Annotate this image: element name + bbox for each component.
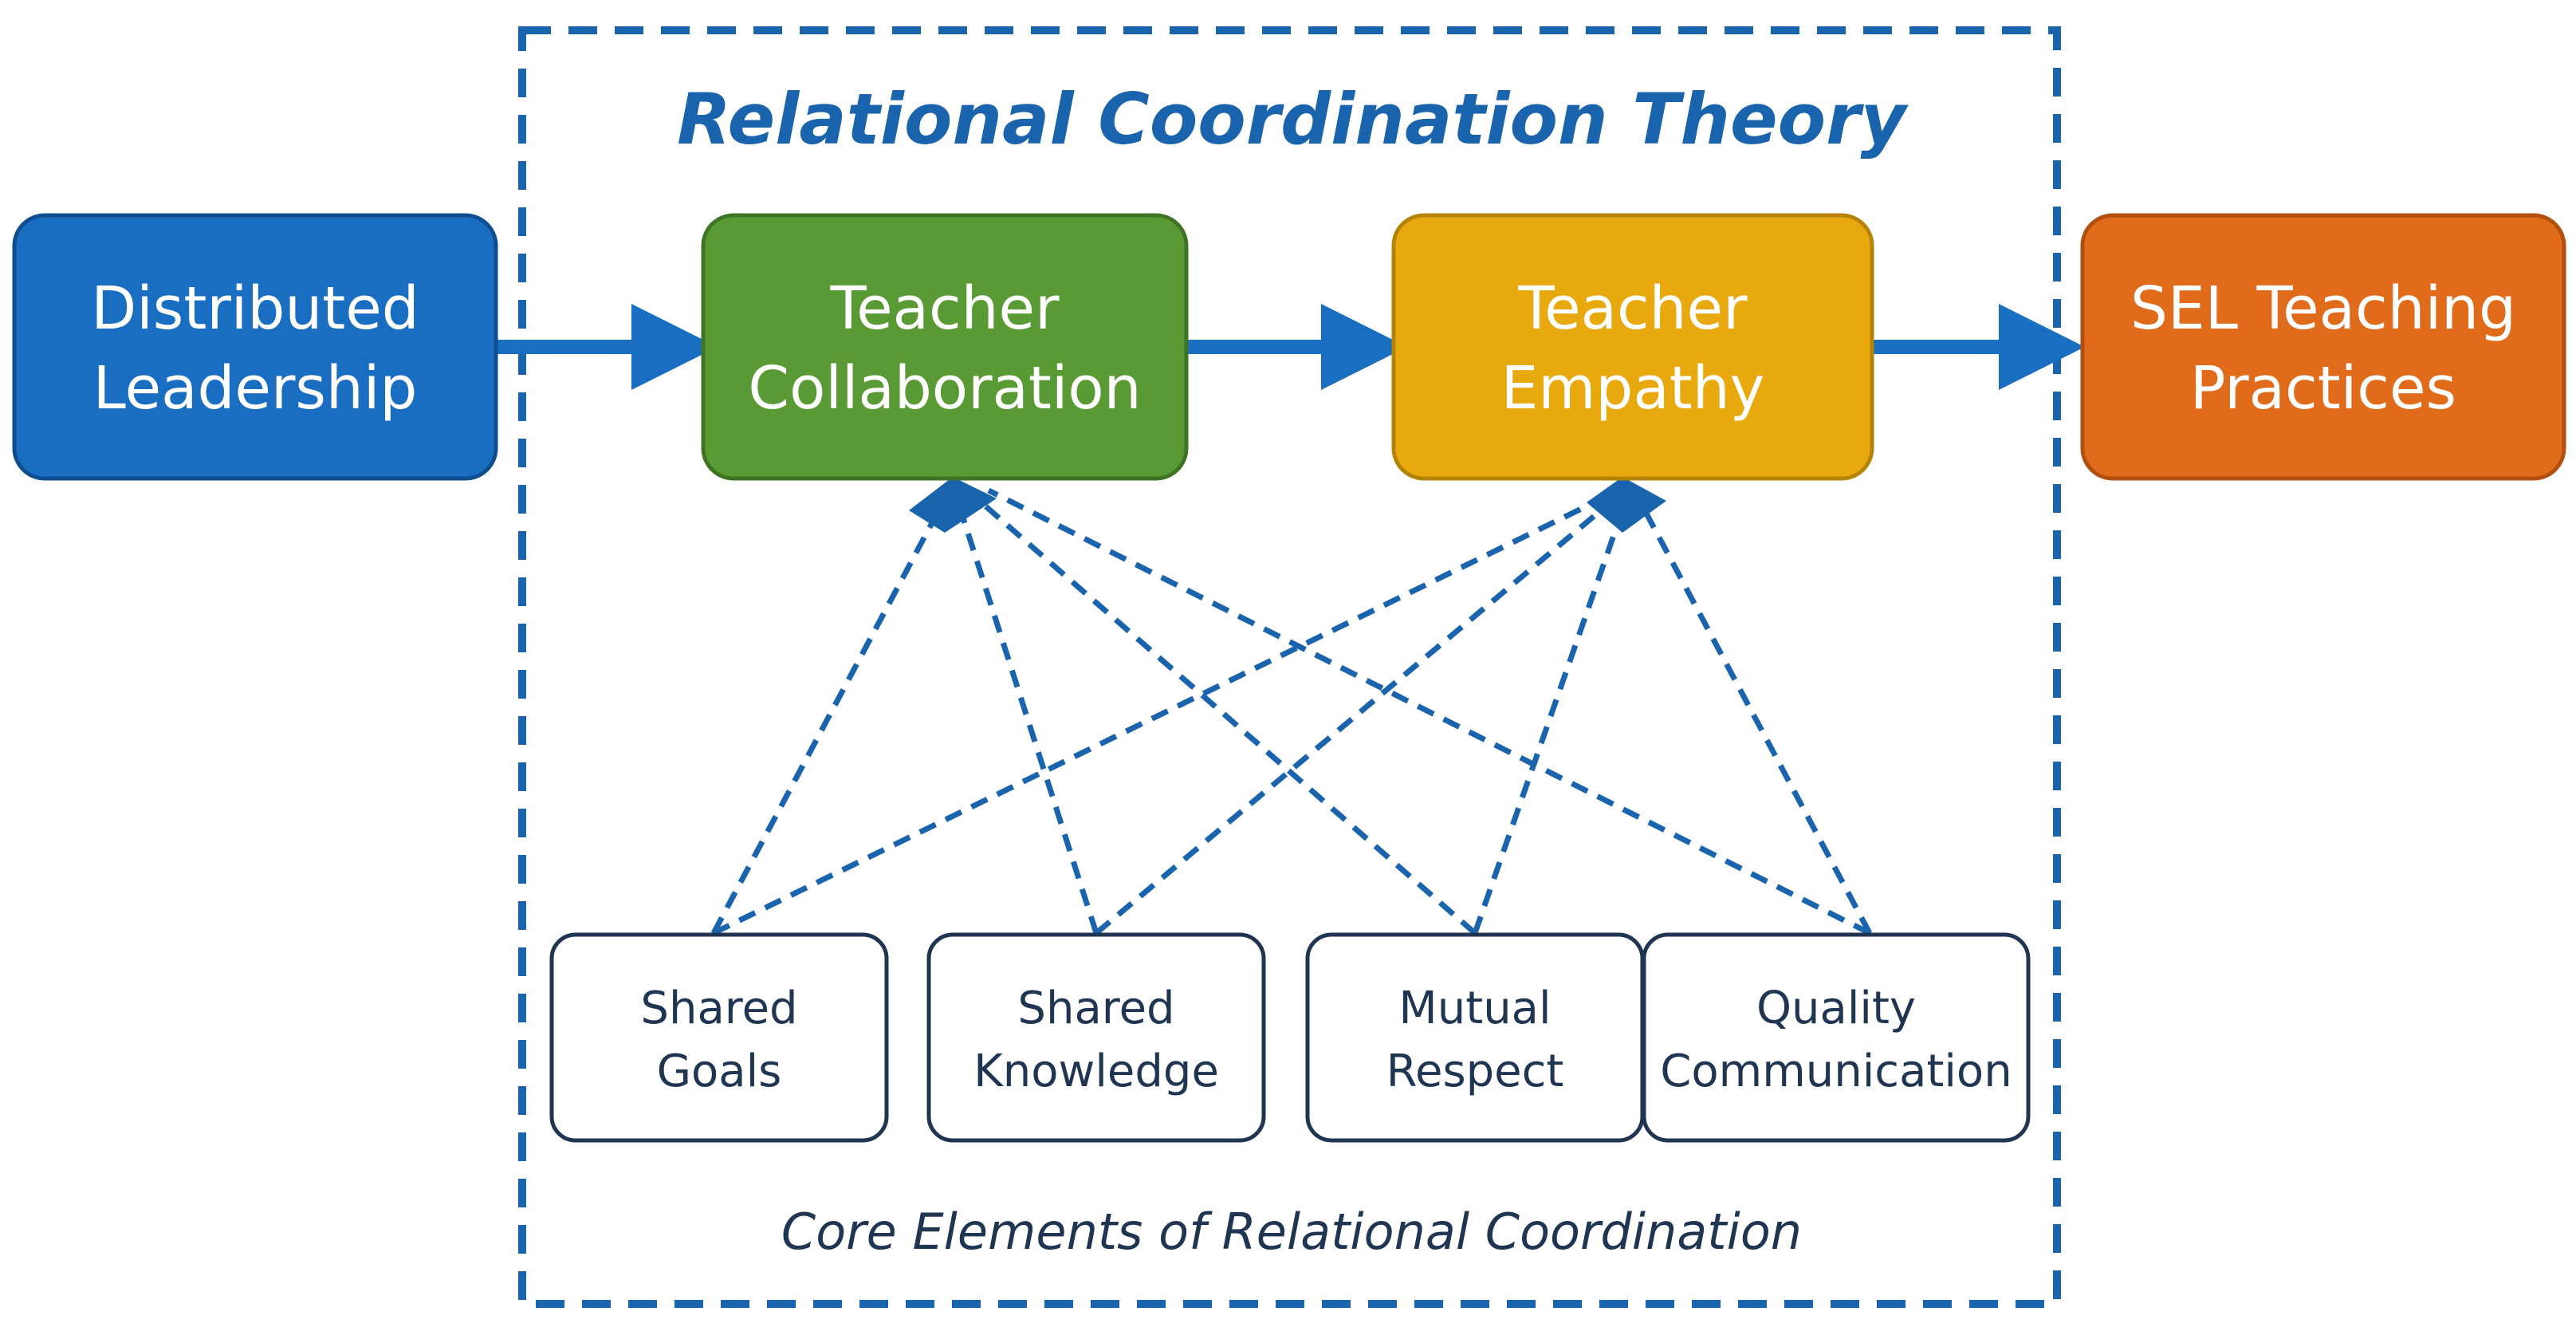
framework-caption: Core Elements of Relational Coordination	[781, 1203, 1802, 1261]
element-shared-knowledge-line1: Shared	[1017, 983, 1174, 1034]
node-teacher-empathy-line1: Teacher	[1517, 274, 1748, 343]
connector-respect-to-empathy	[1472, 509, 1626, 935]
node-sel-teaching-practices[interactable]: SEL Teaching Practices	[2080, 213, 2566, 481]
element-shared-knowledge[interactable]: Shared Knowledge	[926, 932, 1266, 1143]
element-mutual-respect[interactable]: Mutual Respect	[1305, 932, 1645, 1143]
node-distributed-leadership[interactable]: Distributed Leadership	[12, 213, 498, 481]
element-mutual-respect-box	[1305, 932, 1645, 1143]
element-shared-goals[interactable]: Shared Goals	[549, 932, 889, 1143]
element-quality-communication[interactable]: Quality Communication	[1642, 932, 2031, 1143]
collaboration-convergence-marker	[909, 477, 997, 533]
framework-boundary	[518, 26, 2061, 1308]
node-teacher-empathy-line2: Empathy	[1501, 354, 1765, 423]
element-quality-communication-box	[1642, 932, 2031, 1143]
connector-knowledge-to-collaboration	[958, 509, 1099, 935]
element-quality-communication-line1: Quality	[1756, 983, 1916, 1034]
node-distributed-leadership-line2: Leadership	[93, 354, 418, 423]
node-sel-teaching-practices-box	[2080, 213, 2566, 481]
element-shared-knowledge-line2: Knowledge	[973, 1046, 1219, 1097]
node-teacher-collaboration[interactable]: Teacher Collaboration	[701, 213, 1189, 481]
node-teacher-empathy[interactable]: Teacher Empathy	[1391, 213, 1874, 481]
connector-respect-to-collaboration	[974, 496, 1477, 935]
connector-communication-to-collaboration	[987, 487, 1871, 936]
element-shared-goals-line2: Goals	[657, 1046, 782, 1097]
node-sel-teaching-practices-line1: SEL Teaching	[2130, 274, 2516, 343]
node-teacher-collaboration-line2: Collaboration	[748, 354, 1141, 423]
connector-knowledge-to-empathy	[1094, 500, 1613, 935]
element-quality-communication-line2: Communication	[1660, 1046, 2012, 1097]
node-teacher-empathy-box	[1391, 213, 1874, 481]
node-teacher-collaboration-box	[701, 213, 1189, 481]
node-teacher-collaboration-line1: Teacher	[829, 274, 1060, 343]
element-mutual-respect-line2: Respect	[1386, 1046, 1564, 1097]
element-connectors	[710, 487, 1873, 936]
connector-goals-to-collaboration	[710, 505, 944, 935]
empathy-convergence-marker	[1587, 477, 1666, 533]
element-shared-goals-box	[549, 932, 889, 1143]
connector-communication-to-empathy	[1635, 497, 1873, 935]
node-distributed-leadership-box	[12, 213, 498, 481]
element-shared-goals-line1: Shared	[640, 983, 797, 1034]
element-mutual-respect-line1: Mutual	[1398, 983, 1551, 1034]
connector-goals-to-empathy	[712, 495, 1604, 936]
node-sel-teaching-practices-line2: Practices	[2190, 354, 2456, 423]
node-distributed-leadership-line1: Distributed	[91, 274, 419, 343]
element-shared-knowledge-box	[926, 932, 1266, 1143]
framework-title: Relational Coordination Theory	[677, 78, 1909, 160]
